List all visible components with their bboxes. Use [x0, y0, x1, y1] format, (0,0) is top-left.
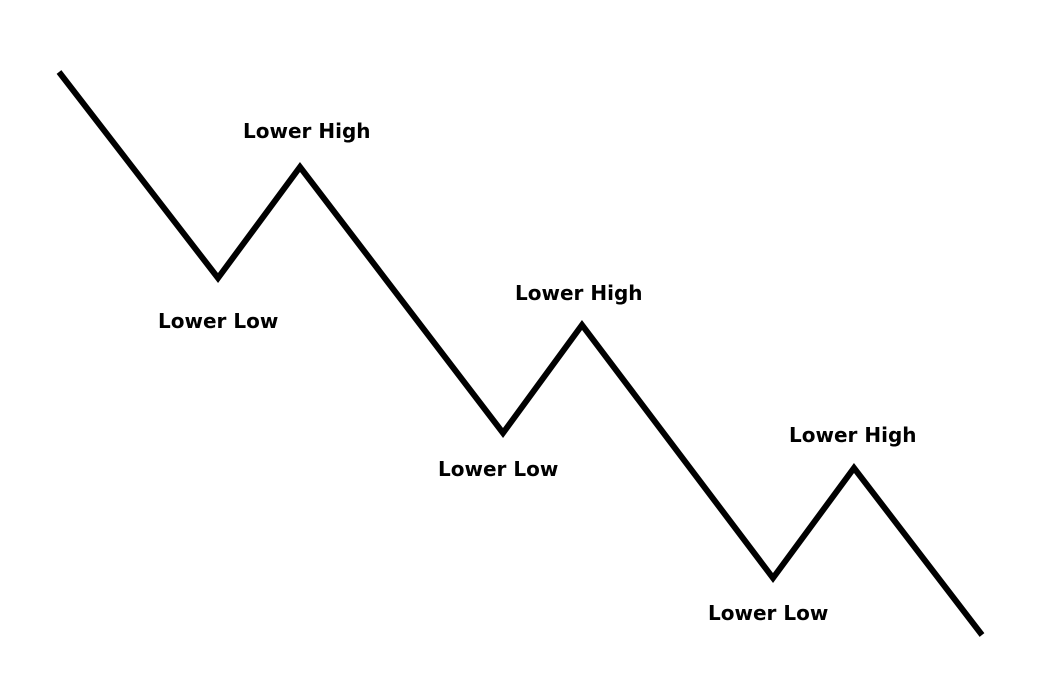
annotation-lower-high-2: Lower High: [515, 281, 643, 305]
annotation-lower-high-1: Lower High: [243, 119, 371, 143]
annotation-lower-low-2: Lower Low: [438, 457, 559, 481]
annotation-lower-high-3: Lower High: [789, 423, 917, 447]
annotation-lower-low-3: Lower Low: [708, 601, 829, 625]
price-trend-polyline: [56, 70, 985, 637]
annotation-lower-low-1: Lower Low: [158, 309, 279, 333]
